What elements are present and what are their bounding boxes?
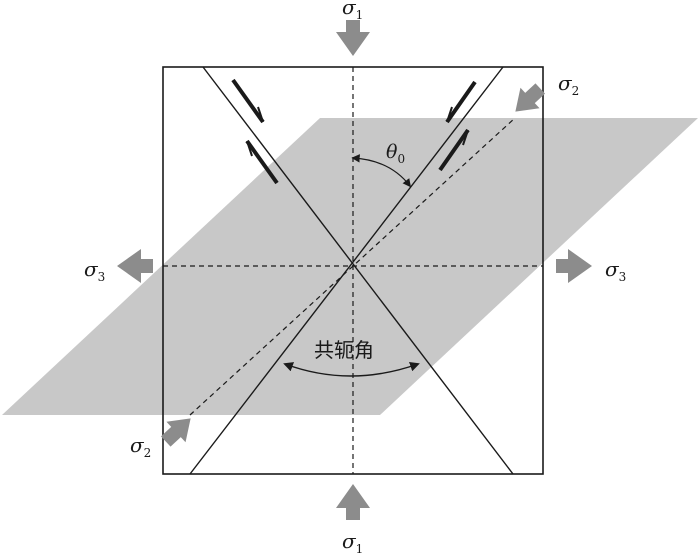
stress-arrows [117, 20, 592, 520]
shear-sense-right [438, 80, 477, 172]
sigma3-right-label: σ3 [605, 257, 626, 284]
theta0-arc [351, 154, 412, 188]
sigma1-top-label: σ1 [342, 0, 363, 22]
sigma2-top-label: σ2 [558, 71, 579, 98]
sigma1-top-arrow [336, 20, 370, 56]
sigma2-bottom-label: σ2 [130, 433, 151, 460]
sigma3-right-arrow [556, 249, 592, 283]
sigma1-bottom-label: σ1 [342, 529, 363, 553]
shear-plane-left [202, 66, 514, 475]
sigma2-dashed-axis [189, 117, 516, 416]
shear-sense-left [231, 78, 279, 185]
sigma2-top-arrow [515, 83, 546, 112]
theta0-label: θ0 [386, 141, 405, 166]
conjugate-angle-label: 共轭角 [314, 338, 374, 362]
shear-plane-right [189, 66, 504, 475]
sigma2-bottom-arrow [160, 418, 191, 447]
sigma3-left-label: σ3 [84, 257, 105, 284]
conjugate-angle-arc [283, 361, 420, 377]
sigma1-bottom-arrow [336, 484, 370, 520]
sigma3-left-arrow [117, 249, 153, 283]
